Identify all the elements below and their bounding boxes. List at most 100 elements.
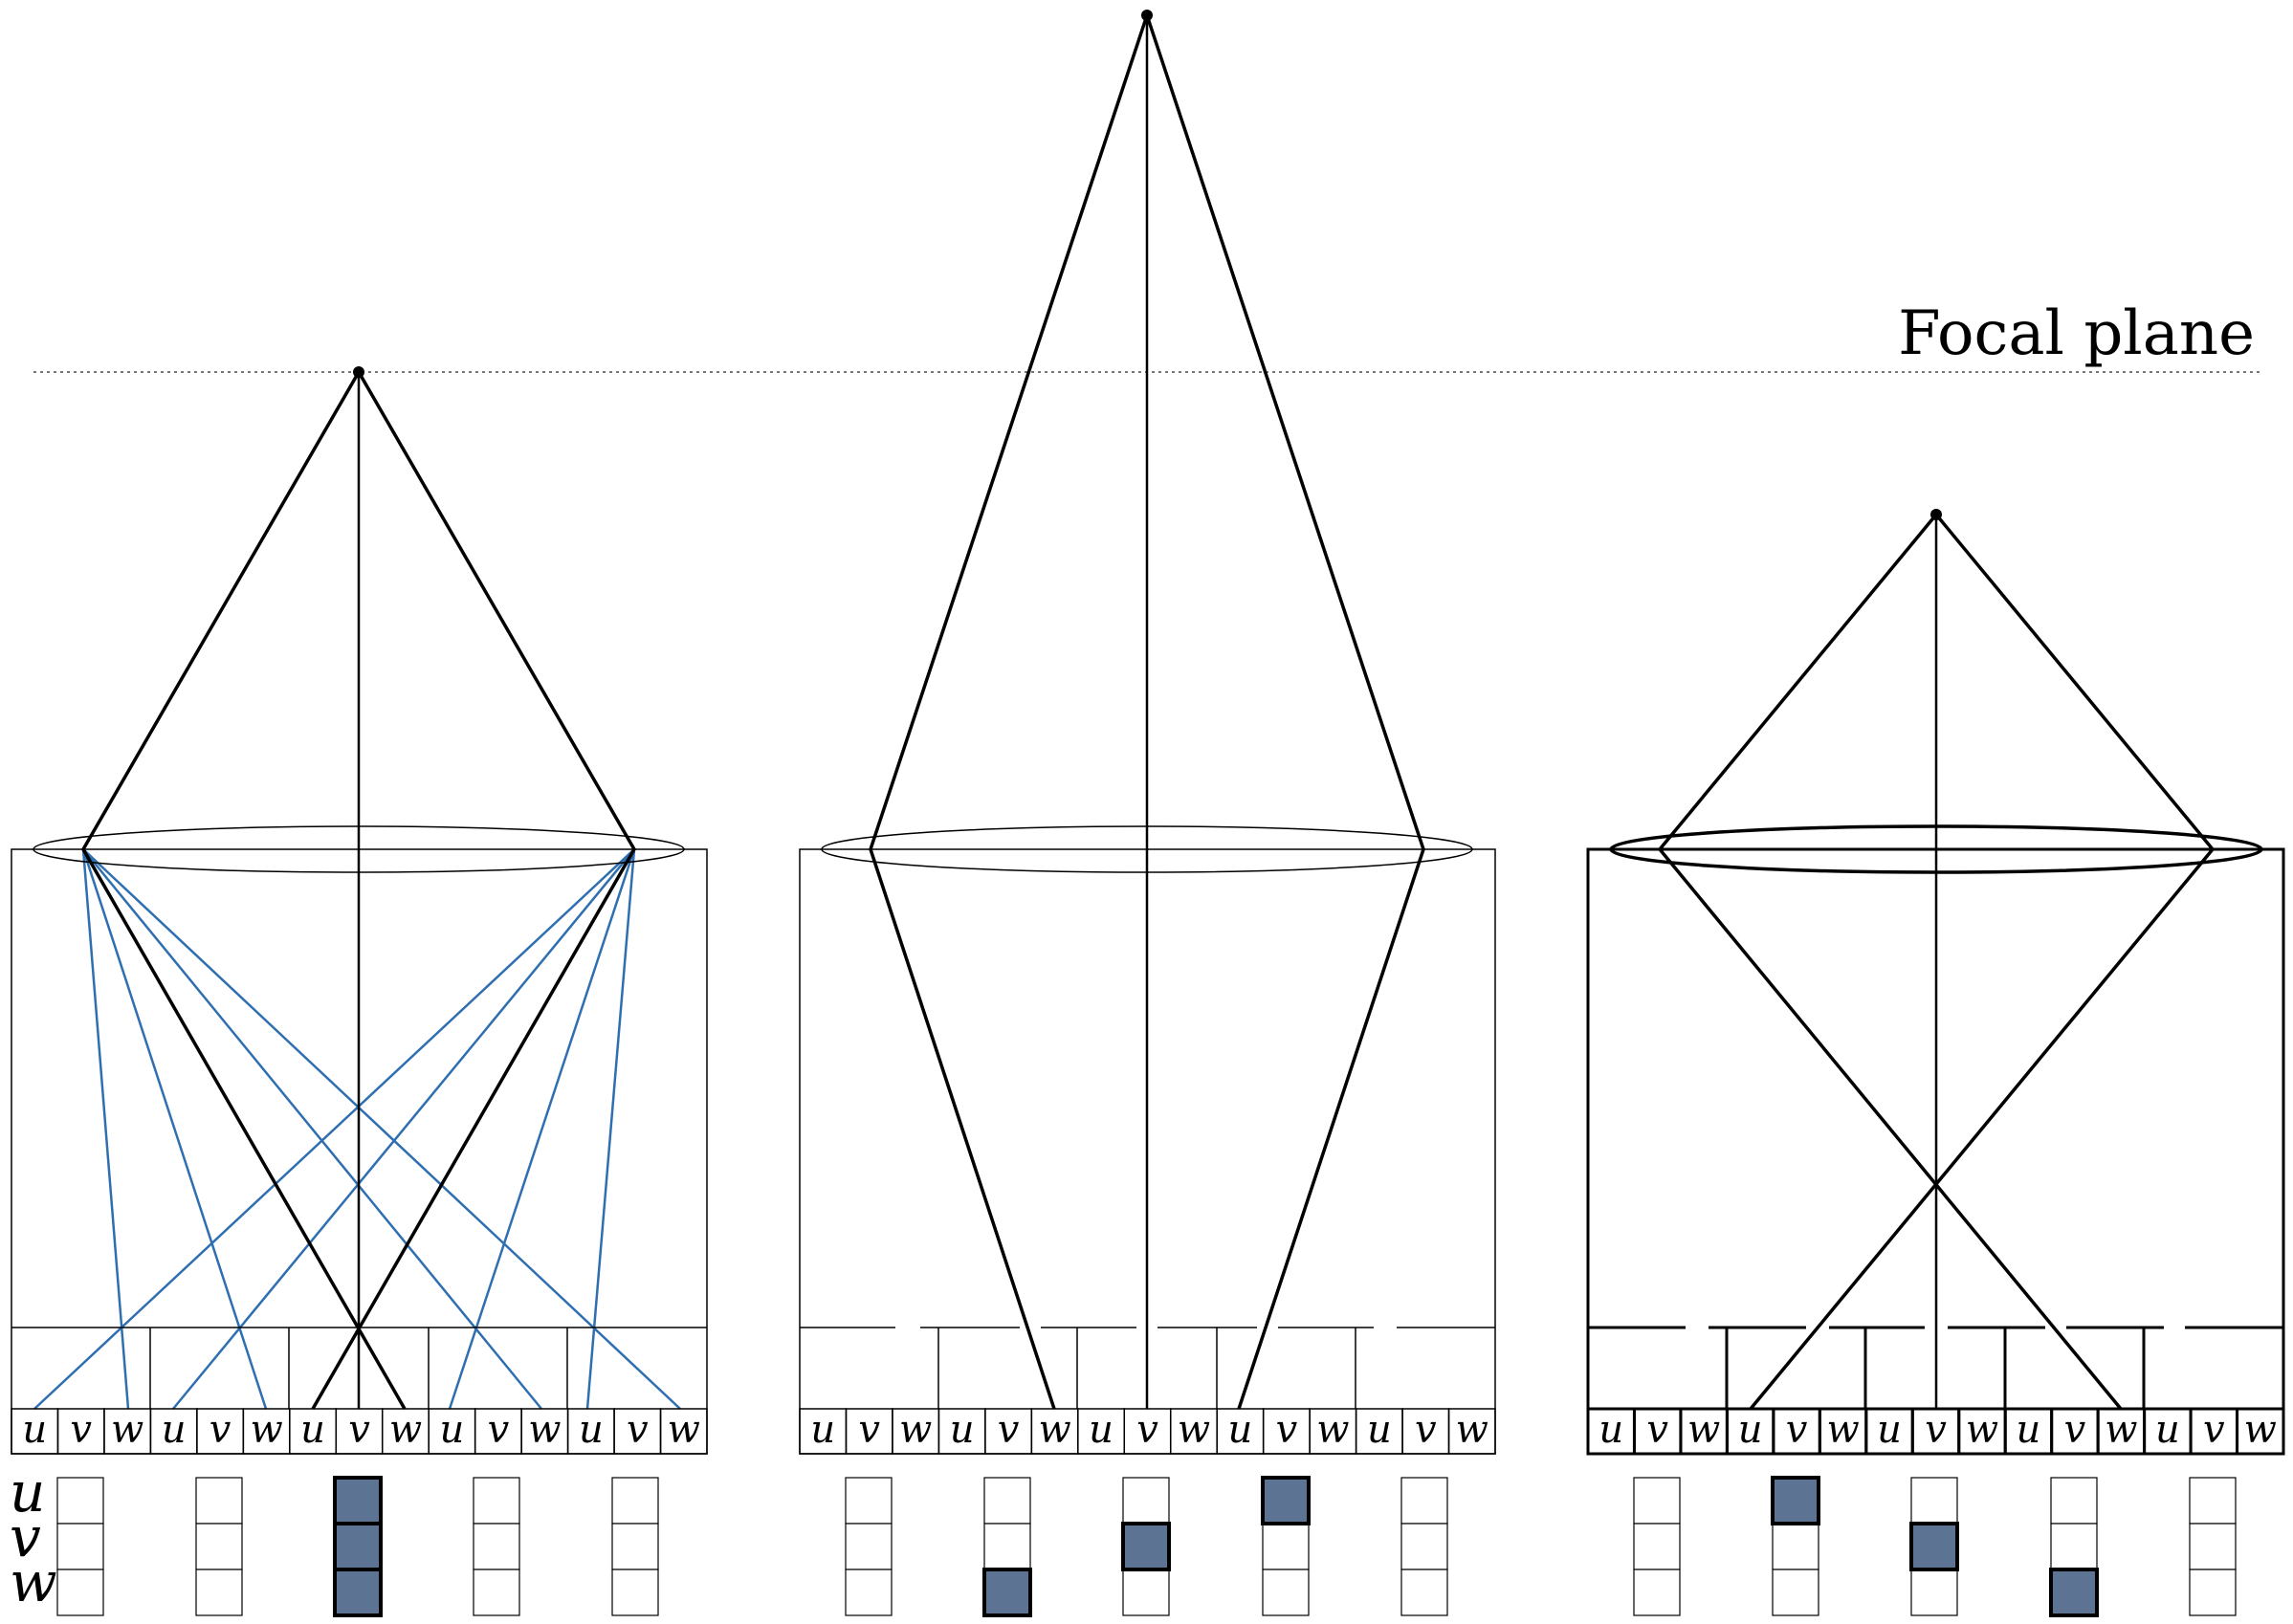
output-cell xyxy=(611,1477,659,1525)
microlens-separators xyxy=(937,1328,1356,1409)
output-cell xyxy=(56,1569,104,1616)
microlens-separators xyxy=(149,1328,568,1409)
sensor-cell-label: w xyxy=(1038,1408,1070,1452)
sensor-cell xyxy=(1447,1408,1496,1455)
output-cell xyxy=(2189,1477,2237,1525)
output-columns xyxy=(56,1476,659,1617)
output-cell xyxy=(1400,1477,1448,1525)
chief-rays xyxy=(80,371,637,1410)
scene-point xyxy=(1141,10,1153,21)
sensor-cell-label: w xyxy=(899,1408,932,1452)
sensor-cell-label: u xyxy=(1598,1408,1623,1452)
scene-point xyxy=(1930,509,1942,520)
sensor-cell-label: u xyxy=(579,1408,604,1452)
output-cell-active xyxy=(1909,1522,1959,1571)
sensor-cell-label: u xyxy=(2017,1408,2041,1452)
output-cell-active xyxy=(333,1522,383,1571)
output-row-label-v: v xyxy=(10,1504,41,1569)
output-cell xyxy=(1910,1569,1958,1616)
output-cell xyxy=(611,1523,659,1570)
blue-rays xyxy=(33,848,681,1410)
sensor-cell-label: v xyxy=(1646,1408,1668,1452)
sensor-cell-label: w xyxy=(668,1408,700,1452)
sensor-cell-label: v xyxy=(998,1408,1020,1452)
output-cell-active xyxy=(333,1568,383,1617)
chief-rays xyxy=(1657,513,2216,1411)
sensor-cell-label: u xyxy=(1738,1408,1763,1452)
sensor-cell-label: w xyxy=(1966,1408,1998,1452)
output-cell-active xyxy=(333,1476,383,1525)
output-cell xyxy=(56,1477,104,1525)
sensor-cell-label: v xyxy=(1415,1408,1437,1452)
output-cell xyxy=(473,1569,520,1616)
sensor-cell-label: v xyxy=(348,1408,370,1452)
sensor-cell-label: u xyxy=(1367,1408,1392,1452)
sensor-cell-label: v xyxy=(2203,1408,2225,1452)
sensor-cell-label: w xyxy=(2244,1408,2277,1452)
sensor-cell-label: v xyxy=(627,1408,649,1452)
output-columns xyxy=(845,1476,1448,1617)
output-cell xyxy=(195,1523,243,1570)
output-cell xyxy=(1910,1477,1958,1525)
sensor-cell-label: u xyxy=(162,1408,187,1452)
output-cell xyxy=(1772,1523,1819,1570)
sensor-cell-label: u xyxy=(1228,1408,1253,1452)
sensor-cell-label: u xyxy=(950,1408,975,1452)
output-cell xyxy=(983,1477,1031,1525)
sensor-cell-label: u xyxy=(2155,1408,2180,1452)
output-cell xyxy=(1772,1569,1819,1616)
sensor-cell-label: v xyxy=(488,1408,510,1452)
output-cell-active xyxy=(2049,1568,2099,1617)
output-cell xyxy=(2189,1523,2237,1570)
sensor-cell-label: w xyxy=(250,1408,282,1452)
sensor-cell-label: v xyxy=(2064,1408,2086,1452)
sensor-cell-label: v xyxy=(1136,1408,1158,1452)
sensor-cell-label: v xyxy=(209,1408,232,1452)
sensor-cell xyxy=(2236,1407,2285,1456)
sensor-cell-label: w xyxy=(1316,1408,1349,1452)
output-cell xyxy=(1122,1477,1170,1525)
output-cell xyxy=(1262,1523,1310,1570)
chief-rays xyxy=(869,14,1425,1410)
output-cell xyxy=(1400,1523,1448,1570)
sensor-cell-label: u xyxy=(440,1408,465,1452)
output-cell xyxy=(845,1523,893,1570)
sensor-cell-label: v xyxy=(70,1408,92,1452)
output-cell xyxy=(2050,1477,2098,1525)
sensor-cell-label: v xyxy=(1925,1408,1947,1452)
output-cell xyxy=(611,1569,659,1616)
output-cell-active xyxy=(1771,1476,1820,1525)
output-cell-active xyxy=(982,1568,1032,1617)
sensor-cell-label: w xyxy=(111,1408,143,1452)
output-cell-active xyxy=(1121,1522,1171,1571)
sensor-cell-label: w xyxy=(528,1408,561,1452)
microlens-separators xyxy=(1725,1328,2146,1409)
sensor-cell-label: w xyxy=(1178,1408,1210,1452)
output-cell xyxy=(1633,1569,1681,1616)
sensor-cell-label: u xyxy=(810,1408,835,1452)
output-cell xyxy=(2189,1569,2237,1616)
sensor-cell-label: u xyxy=(22,1408,47,1452)
output-cell xyxy=(1262,1569,1310,1616)
scene-point xyxy=(353,366,364,378)
sensor-cell-label: v xyxy=(1786,1408,1808,1452)
output-cell xyxy=(1633,1477,1681,1525)
focal-plane-label: Focal plane xyxy=(1898,298,2255,369)
output-columns xyxy=(1633,1476,2237,1617)
sensor-cell-label: u xyxy=(1089,1408,1113,1452)
sensor-cell-label: w xyxy=(1456,1408,1488,1452)
output-row-label-u: u xyxy=(10,1459,45,1525)
sensor-cell-label: v xyxy=(1276,1408,1298,1452)
sensor-cell xyxy=(659,1408,708,1455)
output-cell xyxy=(195,1477,243,1525)
output-cell xyxy=(845,1477,893,1525)
output-cell xyxy=(473,1523,520,1570)
output-cell xyxy=(2050,1523,2098,1570)
output-cell xyxy=(983,1523,1031,1570)
